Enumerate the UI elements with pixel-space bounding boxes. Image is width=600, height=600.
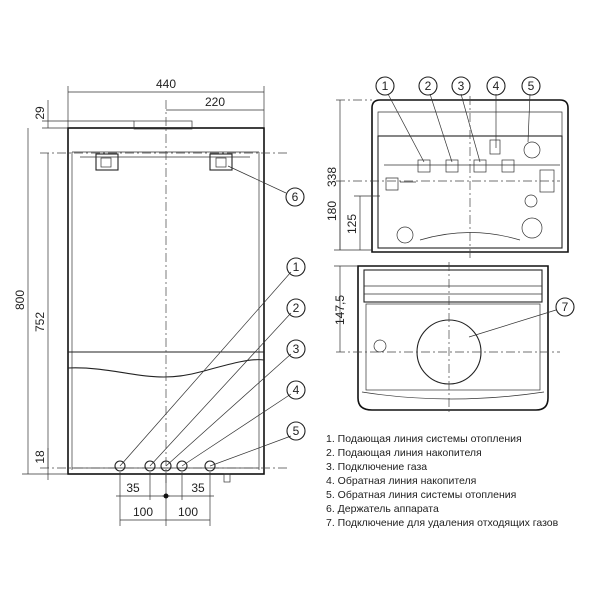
drain-round bbox=[396, 226, 414, 244]
dim-125-label: 125 bbox=[345, 214, 359, 234]
dim-100-right-label: 100 bbox=[178, 505, 198, 519]
callout-3-circle bbox=[286, 339, 306, 359]
bottom-callouts: 7 bbox=[555, 297, 575, 317]
top-callout-5-circle bbox=[521, 76, 541, 96]
top-view: 338 180 125 bbox=[325, 93, 569, 258]
legend-item-4: 4. Обратная линия накопителя bbox=[326, 475, 476, 487]
callout-1-circle bbox=[286, 257, 306, 277]
top-callout-3-label: 3 bbox=[458, 79, 465, 93]
leader-1-front bbox=[119, 271, 292, 467]
legend-item-7: 7. Подключение для удаления отходящих га… bbox=[326, 517, 559, 529]
device-holder-left-slot bbox=[100, 157, 112, 168]
callout-4-label: 4 bbox=[293, 383, 300, 397]
leader-7 bbox=[468, 309, 557, 338]
leader-1-top bbox=[387, 93, 425, 163]
bottom-view: 147,5 bbox=[333, 262, 560, 414]
leader-4-front bbox=[181, 393, 292, 467]
callout-2-circle bbox=[286, 298, 306, 318]
dim-147-label: 147,5 bbox=[333, 295, 347, 325]
top-callout-3-circle bbox=[451, 76, 471, 96]
callout-2-label: 2 bbox=[293, 301, 300, 315]
callout-3-label: 3 bbox=[293, 342, 300, 356]
callout-5-label: 5 bbox=[293, 424, 300, 438]
callout-5-circle bbox=[286, 421, 306, 441]
pressure-gauge bbox=[524, 194, 538, 208]
dim-338-label: 338 bbox=[325, 167, 339, 187]
pipe-connection-4 bbox=[176, 460, 188, 472]
top-callouts: 1 2 3 4 5 bbox=[375, 76, 541, 96]
callout-1-label: 1 bbox=[293, 260, 300, 274]
bottom-view-housing bbox=[357, 265, 549, 411]
pipe-connection-5 bbox=[204, 460, 216, 472]
leader-2-front bbox=[149, 312, 292, 467]
dim-29-label: 29 bbox=[33, 106, 47, 120]
fitting-3 bbox=[473, 159, 487, 173]
leader-2-top bbox=[429, 93, 453, 163]
top-view-upper-plate bbox=[377, 111, 563, 136]
front-callouts: 1 2 3 4 5 6 bbox=[285, 187, 306, 441]
pipe-connections bbox=[114, 460, 231, 483]
bottom-view-inner-body bbox=[365, 303, 541, 391]
callout-7-circle bbox=[555, 297, 575, 317]
fitting-2 bbox=[445, 159, 459, 173]
leader-5-top bbox=[527, 93, 531, 143]
dim-440-label: 440 bbox=[156, 77, 176, 91]
fitting-5 bbox=[489, 139, 501, 155]
pipe-connection-2 bbox=[144, 460, 156, 472]
flue-bracket-left bbox=[373, 339, 387, 353]
leader-5-front bbox=[209, 435, 292, 467]
fitting-1 bbox=[417, 159, 431, 173]
top-callout-2-label: 2 bbox=[425, 79, 432, 93]
dim-35-right-label: 35 bbox=[191, 481, 205, 495]
front-view: 440 220 29 800 752 18 35 35 100 100 bbox=[13, 77, 292, 526]
pipe-connection-1 bbox=[114, 460, 126, 472]
top-callout-4-label: 4 bbox=[493, 79, 500, 93]
callout-4-circle bbox=[286, 380, 306, 400]
dim-180-label: 180 bbox=[325, 201, 339, 221]
bottom-view-front-curve bbox=[361, 391, 545, 400]
legend-item-5: 5. Обратная линия системы отопления bbox=[326, 489, 516, 501]
legend-item-3: 3. Подключение газа bbox=[326, 461, 427, 473]
dim-220-label: 220 bbox=[205, 95, 225, 109]
gas-valve-pipe bbox=[385, 177, 416, 191]
legend: 1. Подающая линия системы отопления 2. П… bbox=[326, 433, 559, 529]
callout-6-circle bbox=[285, 187, 305, 207]
dim-18-label: 18 bbox=[33, 450, 47, 464]
pipe-connection-3 bbox=[160, 460, 172, 472]
top-view-housing bbox=[371, 99, 569, 253]
dim-origin-dot bbox=[163, 493, 169, 499]
leader-3-top bbox=[460, 93, 481, 163]
dim-35-left-label: 35 bbox=[126, 481, 140, 495]
legend-item-1: 1. Подающая линия системы отопления bbox=[326, 433, 522, 445]
top-callout-2-circle bbox=[418, 76, 438, 96]
device-holder-right bbox=[209, 153, 233, 171]
legend-item-2: 2. Подающая линия накопителя bbox=[326, 447, 482, 459]
dim-800-label: 800 bbox=[13, 290, 27, 310]
drain-fitting bbox=[223, 473, 231, 483]
callout-6-label: 6 bbox=[292, 190, 299, 204]
fitting-4 bbox=[501, 159, 515, 173]
top-callout-4-circle bbox=[486, 76, 506, 96]
device-holder-left bbox=[95, 153, 119, 171]
device-holder-right-slot bbox=[215, 157, 227, 168]
leader-3-front bbox=[165, 353, 292, 467]
pump-circle bbox=[523, 141, 541, 159]
leader-6-front bbox=[227, 165, 287, 194]
callout-7-label: 7 bbox=[562, 300, 569, 314]
legend-item-6: 6. Держатель аппарата bbox=[326, 503, 439, 515]
boiler-top-bracket bbox=[133, 120, 193, 130]
top-callout-1-circle bbox=[375, 76, 395, 96]
expansion-round bbox=[521, 217, 543, 239]
dim-100-left-label: 100 bbox=[133, 505, 153, 519]
top-callout-5-label: 5 bbox=[528, 79, 535, 93]
dim-752-label: 752 bbox=[33, 312, 47, 332]
top-callout-1-label: 1 bbox=[382, 79, 389, 93]
